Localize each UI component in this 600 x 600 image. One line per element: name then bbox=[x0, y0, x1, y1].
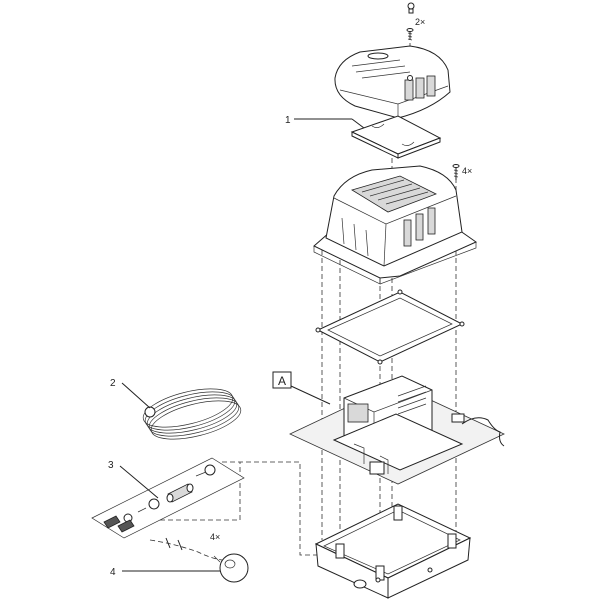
air-stone bbox=[149, 537, 249, 583]
hose-coil bbox=[142, 388, 242, 440]
lower-box bbox=[314, 503, 472, 599]
gasket bbox=[315, 289, 465, 365]
callout-2: 2 bbox=[110, 378, 116, 389]
assembly-a-panel bbox=[272, 371, 505, 485]
callout-4: 4 bbox=[110, 567, 116, 578]
accessory-kit bbox=[91, 457, 245, 539]
upper-housing bbox=[313, 165, 478, 285]
side-screw bbox=[452, 164, 460, 180]
float-qty: 4× bbox=[210, 532, 220, 542]
leader-2 bbox=[121, 382, 151, 409]
filter-pad bbox=[350, 115, 442, 159]
side-screws-qty: 4× bbox=[462, 166, 472, 176]
callout-1: 1 bbox=[285, 115, 291, 126]
top-screws-qty: 2× bbox=[415, 17, 425, 27]
assembly-a-label: A bbox=[278, 374, 286, 388]
top-cover bbox=[334, 45, 451, 119]
leader-3 bbox=[119, 465, 159, 499]
callout-3: 3 bbox=[108, 460, 114, 471]
top-screws bbox=[406, 2, 415, 41]
